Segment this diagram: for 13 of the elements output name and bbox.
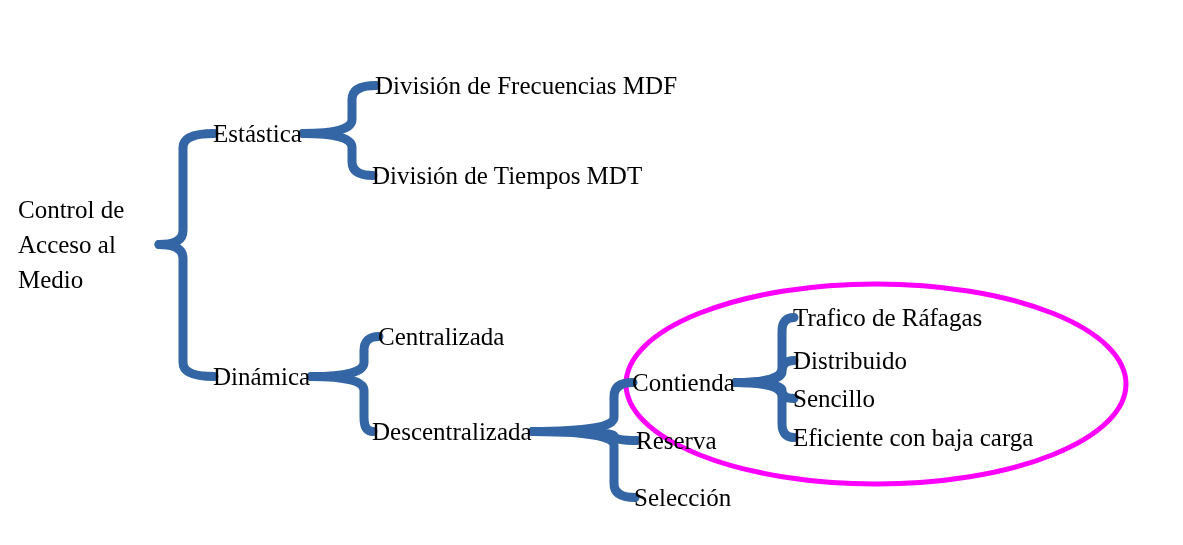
category-label: Estástica [213,116,302,151]
category-label: División de Tiempos MDT [372,158,643,193]
category-label: Centralizada [378,319,505,354]
category-label: Sencillo [793,381,875,416]
category-label: Eficiente con baja carga [793,420,1034,455]
category-label: Trafico de Ráfagas [793,300,983,335]
category-label: Control de Acceso al Medio [18,192,158,297]
category-label: Distribuido [793,343,907,378]
category-label: Contienda [632,365,735,400]
category-label: División de Frecuencias MDF [375,68,678,103]
category-label: Selección [634,480,732,515]
category-label: Descentralizada [372,414,532,449]
category-label: Dinámica [213,359,311,394]
